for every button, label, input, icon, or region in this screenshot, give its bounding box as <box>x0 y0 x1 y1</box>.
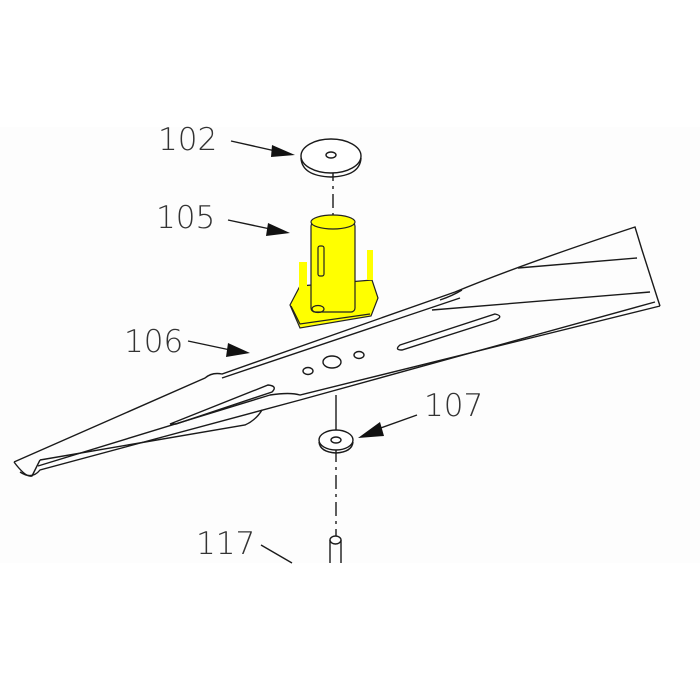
label-106: 106 <box>124 324 250 360</box>
part-102-washer[interactable] <box>300 138 362 178</box>
label-105: 105 <box>156 200 290 236</box>
svg-text:117: 117 <box>196 526 255 562</box>
label-102: 102 <box>158 122 295 158</box>
part-107-washer[interactable] <box>318 429 354 454</box>
part-106-blade[interactable] <box>13 226 661 477</box>
part-117-bolt[interactable] <box>329 535 342 563</box>
label-117: 117 <box>196 526 293 564</box>
arrow-icon <box>226 343 250 357</box>
part-105-hub[interactable] <box>289 214 379 329</box>
svg-text:105: 105 <box>156 200 215 236</box>
drawing-panel <box>0 127 700 563</box>
arrow-icon <box>271 145 295 157</box>
label-107: 107 <box>358 388 483 438</box>
arrow-icon <box>266 223 290 236</box>
arrow-icon <box>358 422 384 438</box>
svg-text:102: 102 <box>158 122 217 158</box>
svg-text:107: 107 <box>424 388 483 424</box>
svg-text:106: 106 <box>124 324 183 360</box>
